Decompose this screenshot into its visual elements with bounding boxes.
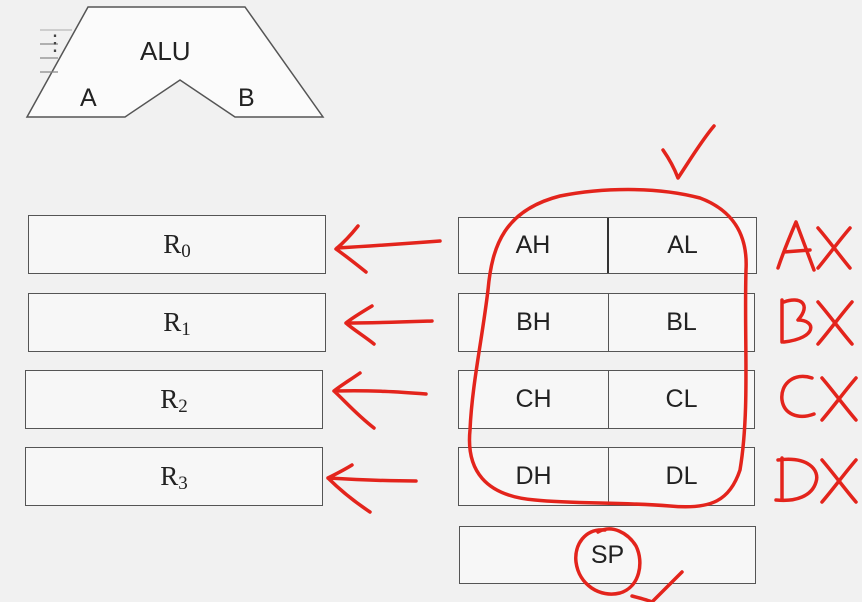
register-sp-label: SP: [590, 540, 625, 569]
register-bx: BH BL: [458, 293, 755, 352]
alu-title: ALU: [140, 36, 191, 66]
register-r1: R1: [28, 293, 326, 352]
register-label: R0: [163, 229, 191, 262]
register-label: R1: [163, 307, 191, 340]
register-dh: DH: [459, 448, 609, 505]
register-r2: R2: [25, 370, 323, 429]
register-al: AL: [667, 231, 698, 259]
register-bl: BL: [666, 308, 697, 336]
register-sp: SP: [459, 526, 756, 584]
register-dl: DL: [665, 462, 698, 490]
more-dots-icon: ⋮: [44, 30, 66, 55]
register-cl: CL: [665, 385, 698, 413]
register-label: R3: [160, 461, 188, 494]
register-r3: R3: [25, 447, 323, 506]
alu-input-b: B: [238, 84, 255, 112]
register-cx: CH CL: [458, 370, 755, 429]
register-ah: AH: [459, 218, 609, 273]
register-r0: R0: [28, 215, 326, 274]
alu-input-a: A: [80, 84, 97, 112]
register-label: R2: [160, 384, 188, 417]
register-ax: AH AL: [458, 217, 757, 274]
register-ch: CH: [459, 371, 609, 428]
register-dx: DH DL: [458, 447, 755, 506]
register-bh: BH: [459, 294, 609, 351]
